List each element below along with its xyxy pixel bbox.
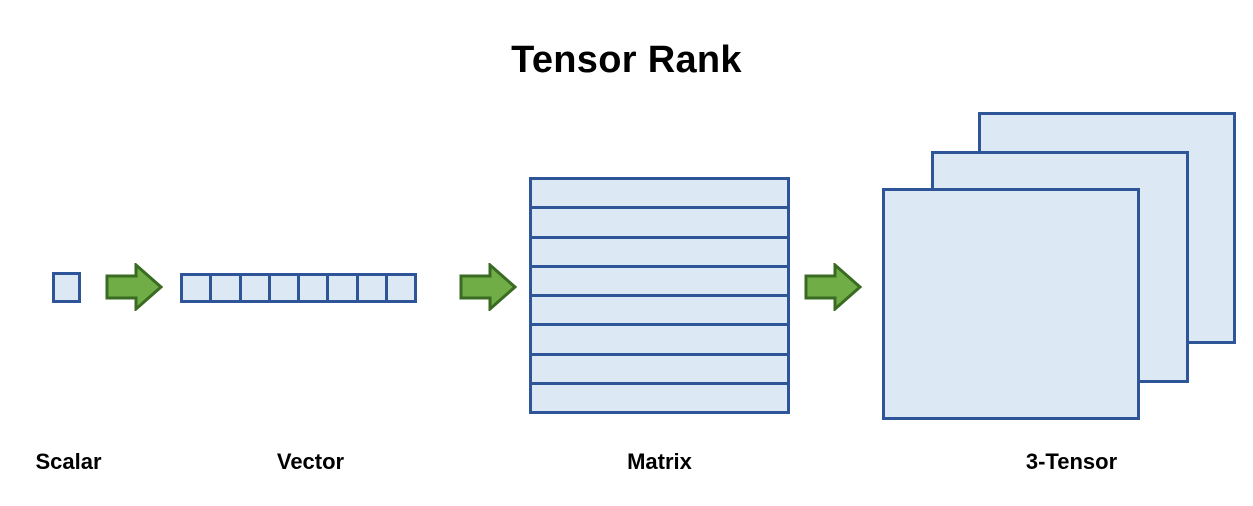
vector-cell	[238, 273, 271, 303]
matrix-row	[529, 323, 790, 356]
vector-cell	[297, 273, 330, 303]
caption-vector: Vector	[276, 449, 345, 474]
matrix-row	[529, 264, 790, 297]
tensor-slice-front	[882, 188, 1140, 420]
matrix-row	[529, 352, 790, 385]
scalar-cell	[52, 272, 81, 303]
diagram-title: Tensor Rank	[511, 39, 742, 81]
tensor-slice-stack	[882, 112, 1238, 420]
vector-cell	[180, 273, 213, 303]
vector-cell	[326, 273, 359, 303]
caption-matrix: Matrix	[627, 449, 692, 474]
caption-scalar: Scalar	[35, 449, 102, 474]
vector-cell	[209, 273, 242, 303]
arrow-vector-to-matrix-icon	[459, 263, 517, 311]
caption-3-tensor: 3-Tensor	[1025, 449, 1118, 474]
matrix-row	[529, 177, 790, 210]
matrix-row	[529, 294, 790, 327]
matrix-row	[529, 235, 790, 268]
vector-cells-row	[180, 273, 417, 303]
vector-cell	[267, 273, 300, 303]
matrix-row	[529, 206, 790, 239]
arrow-matrix-to-tensor-icon	[804, 263, 862, 311]
vector-cell	[355, 273, 388, 303]
matrix-rows-grid	[529, 177, 790, 414]
matrix-row	[529, 381, 790, 414]
arrow-scalar-to-vector-icon	[105, 263, 163, 311]
vector-cell	[384, 273, 417, 303]
